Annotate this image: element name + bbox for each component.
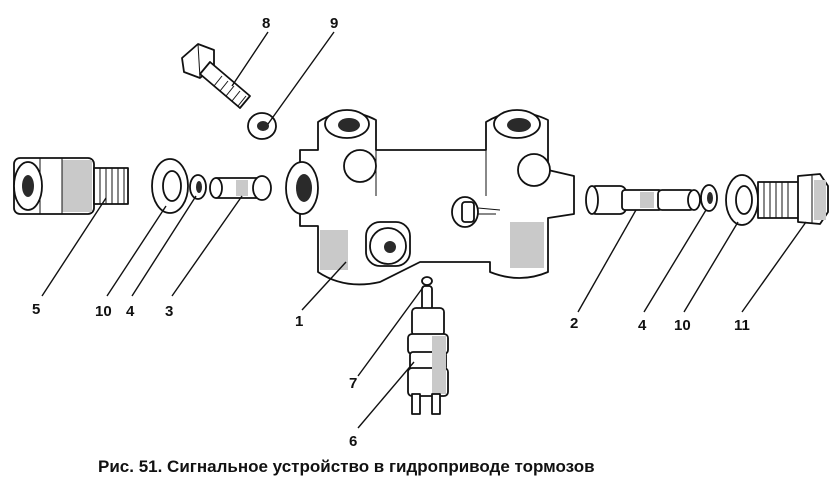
leader-10-right bbox=[683, 221, 739, 313]
part-4-ring-right bbox=[700, 184, 718, 212]
leader-9 bbox=[267, 31, 335, 125]
leader-3 bbox=[171, 195, 243, 297]
callout-3: 3 bbox=[165, 303, 173, 320]
part-6-signal-switch bbox=[407, 285, 449, 415]
leader-5 bbox=[41, 197, 107, 297]
callout-11: 11 bbox=[734, 317, 750, 334]
callout-10-right: 10 bbox=[674, 317, 691, 334]
leader-lines bbox=[41, 31, 807, 429]
part-4-ring-left bbox=[189, 174, 207, 200]
part-1-valve-body bbox=[285, 109, 575, 286]
leader-8 bbox=[231, 31, 269, 87]
callout-4-left: 4 bbox=[126, 303, 135, 320]
leader-6 bbox=[357, 361, 415, 429]
callout-7: 7 bbox=[349, 375, 357, 392]
part-2-piston-right bbox=[585, 185, 701, 215]
callout-9: 9 bbox=[330, 15, 338, 32]
part-8-bolt bbox=[181, 43, 251, 109]
leader-1 bbox=[301, 261, 347, 311]
part-9-washer bbox=[247, 112, 277, 140]
part-7-o-ring bbox=[421, 276, 433, 286]
part-3-piston-left bbox=[209, 175, 272, 201]
leader-2 bbox=[577, 209, 637, 313]
part-5-union-fitting bbox=[13, 157, 129, 215]
figure-caption: Рис. 51. Сигнальное устройство в гидропр… bbox=[98, 457, 595, 476]
part-11-plug bbox=[757, 173, 829, 225]
callout-labels: 8 9 5 10 4 3 1 7 6 2 4 10 11 bbox=[32, 15, 750, 450]
callout-8: 8 bbox=[262, 15, 270, 32]
callout-1: 1 bbox=[295, 313, 303, 330]
leader-11 bbox=[741, 221, 807, 313]
callout-4-right: 4 bbox=[638, 317, 647, 334]
part-10-washer-left bbox=[151, 158, 189, 214]
callout-2: 2 bbox=[570, 315, 578, 332]
callout-5: 5 bbox=[32, 301, 40, 318]
leader-10-left bbox=[106, 205, 167, 297]
callout-6: 6 bbox=[349, 433, 357, 450]
leader-7 bbox=[357, 285, 425, 377]
part-10-washer-right bbox=[725, 174, 759, 226]
callout-10-left: 10 bbox=[95, 303, 112, 320]
leader-4-left bbox=[131, 195, 197, 297]
leader-4-right bbox=[643, 209, 707, 313]
